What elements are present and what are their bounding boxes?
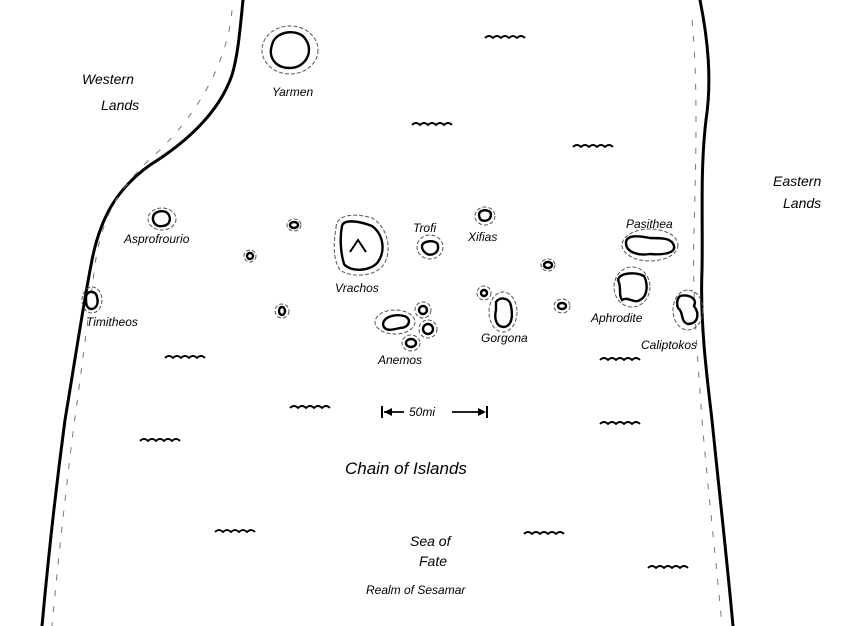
scale-bar: 50mi <box>381 405 488 419</box>
wave-mark <box>647 565 689 570</box>
island-gorgona <box>488 291 518 333</box>
island-pasithea <box>621 228 679 262</box>
wave-mark <box>411 122 453 127</box>
island-caliptokos <box>672 289 704 331</box>
mountain-icon <box>349 238 367 253</box>
scale-label: 50mi <box>409 405 435 419</box>
wave-mark <box>572 144 614 149</box>
label-eastern-lands-2: Lands <box>783 195 821 211</box>
label-vrachos: Vrachos <box>335 281 379 295</box>
label-pasithea: Pasithea <box>626 217 673 231</box>
label-asprofrourio: Asprofrourio <box>123 232 190 246</box>
island-asprofrourio <box>147 207 177 231</box>
label-anemos: Anemos <box>377 353 422 367</box>
sea-waves <box>139 35 689 570</box>
island-yarmen <box>261 25 319 75</box>
wave-mark <box>599 421 641 426</box>
label-xifias: Xifias <box>467 230 497 244</box>
wave-mark <box>523 531 565 536</box>
label-gorgona: Gorgona <box>481 331 528 345</box>
western-coastline <box>40 0 245 626</box>
label-chain-of-islands: Chain of Islands <box>345 459 467 478</box>
western-coast-hatch <box>51 9 233 626</box>
wave-mark <box>484 35 526 40</box>
wave-mark <box>214 529 256 534</box>
eastern-coastline <box>698 0 735 626</box>
label-aphrodite: Aphrodite <box>590 311 643 325</box>
island-timitheos <box>81 286 103 314</box>
island-group-anemos <box>374 301 438 352</box>
label-fate: Fate <box>419 553 447 569</box>
label-western-lands-2: Lands <box>101 97 139 113</box>
eastern-coast-hatch <box>691 19 723 626</box>
label-caliptokos: Caliptokos <box>641 338 697 352</box>
island-aphrodite <box>613 266 651 308</box>
island-trofi <box>416 234 444 260</box>
wave-mark <box>139 438 181 443</box>
label-eastern-lands-1: Eastern <box>773 173 821 189</box>
wave-mark <box>289 405 331 410</box>
label-realm-of-sesamar: Realm of Sesamar <box>366 583 466 597</box>
small-islets <box>243 218 571 319</box>
label-western-lands-1: Western <box>82 71 134 87</box>
label-trofi: Trofi <box>413 221 436 235</box>
label-timitheos: Timitheos <box>86 315 138 329</box>
label-sea-of: Sea of <box>410 533 453 549</box>
island-xifias <box>474 206 496 226</box>
wave-mark <box>599 357 641 362</box>
label-yarmen: Yarmen <box>272 85 313 99</box>
wave-mark <box>164 355 206 360</box>
island-vrachos <box>333 214 389 276</box>
